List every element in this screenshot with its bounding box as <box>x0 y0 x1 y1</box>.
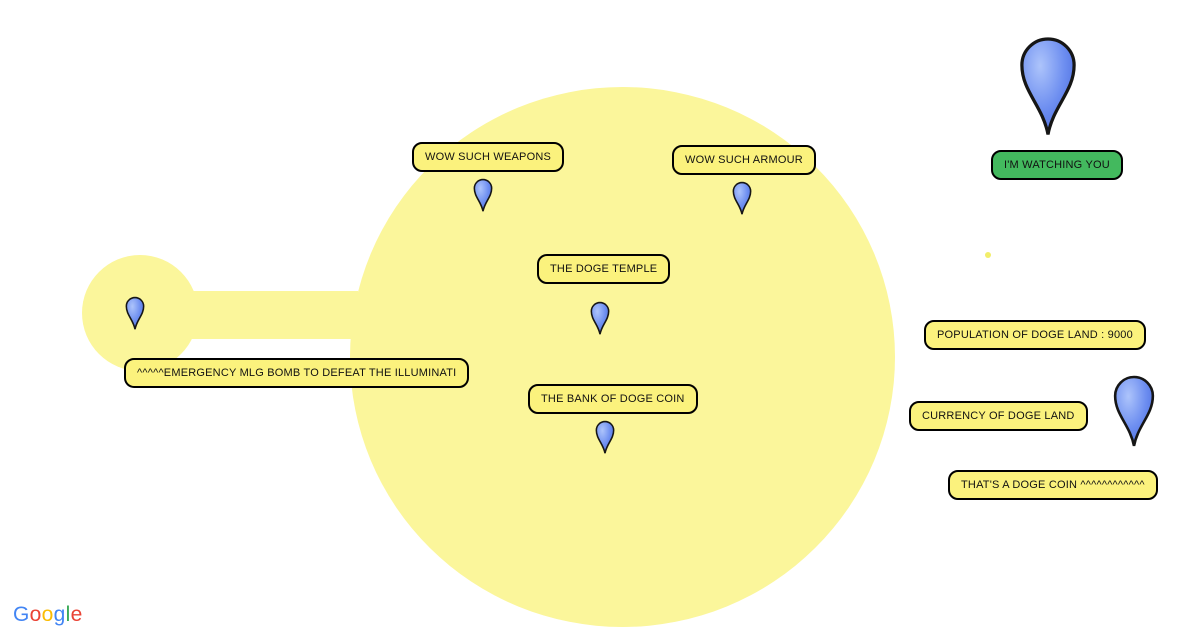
map-pin-watching-you-icon[interactable] <box>1012 28 1084 140</box>
map-pin-armour-icon[interactable] <box>730 179 754 216</box>
map-label-doge-temple[interactable]: THE DOGE TEMPLE <box>537 254 671 284</box>
map-pin-doge-temple-icon[interactable] <box>588 299 612 336</box>
google-logo-letter: o <box>41 603 54 626</box>
map-label-wow-such-armour[interactable]: WOW SUCH ARMOUR <box>672 145 816 175</box>
map-label-population-of-doge-land[interactable]: POPULATION OF DOGE LAND : 9000 <box>924 320 1146 350</box>
small-yellow-dot <box>985 252 991 258</box>
map-pin-weapons-icon[interactable] <box>471 176 495 213</box>
map-label-im-watching-you[interactable]: I'M WATCHING YOU <box>991 150 1123 180</box>
google-logo-letter: o <box>29 603 42 626</box>
map-pin-bank-of-doge-coin-icon[interactable] <box>593 418 617 455</box>
google-logo-letter: g <box>53 603 66 626</box>
map-pin-emergency-mlg-bomb-icon[interactable] <box>123 294 147 331</box>
google-logo-letter: e <box>70 603 83 626</box>
google-logo[interactable]: Google <box>13 603 83 627</box>
doge-land-main-circle-shape[interactable] <box>350 87 895 627</box>
map-label-bank-of-doge-coin[interactable]: THE BANK OF DOGE COIN <box>528 384 698 414</box>
map-pin-doge-coin-icon[interactable] <box>1108 369 1160 450</box>
google-logo-letter: G <box>13 603 30 626</box>
google-logo-letter: l <box>65 603 71 626</box>
map-label-emergency-mlg-bomb[interactable]: ^^^^^EMERGENCY MLG BOMB TO DEFEAT THE IL… <box>124 358 470 388</box>
map-label-wow-such-weapons[interactable]: WOW SUCH WEAPONS <box>412 142 565 172</box>
map-label-thats-a-doge-coin[interactable]: THAT'S A DOGE COIN ^^^^^^^^^^^^ <box>948 470 1158 500</box>
map-label-currency-of-doge-land[interactable]: CURRENCY OF DOGE LAND <box>909 401 1088 431</box>
doge-land-connector-shape[interactable] <box>190 291 358 339</box>
